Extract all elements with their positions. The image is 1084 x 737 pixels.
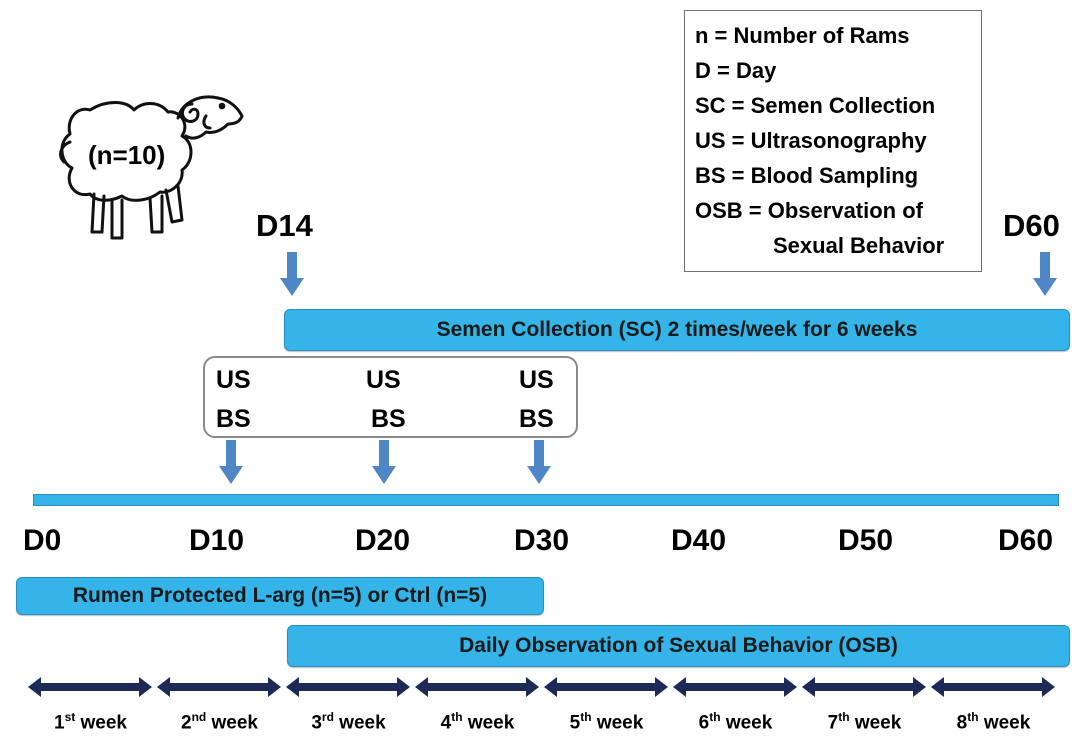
legend-line-n: n = Number of Rams [695,23,910,48]
week-arrow-4 [415,677,539,697]
day-d30: D30 [514,524,570,557]
us-label-2: US [366,366,401,394]
day-d10: D10 [189,524,245,557]
observation-text: Daily Observation of Sexual Behavior (OS… [459,634,898,657]
week-label-1: 1st week [53,710,127,734]
week-arrow-2 [157,677,281,697]
week-arrow-8 [931,677,1055,697]
legend-line-d: D = Day [695,58,777,83]
legend-line-bs: BS = Blood Sampling [695,163,919,188]
week-label-3: 3rd week [311,710,386,734]
semen-collection-text: Semen Collection (SC) 2 times/week for 6… [436,318,918,341]
legend-line-us: US = Ultrasonography [695,128,927,153]
week-label-4: 4th week [440,710,515,734]
week-label-8: 8th week [956,710,1031,734]
ram-illustration [59,95,244,240]
day-d20: D20 [355,524,411,557]
bs-label-2: BS [371,405,406,433]
legend-line-osb-cont: Sexual Behavior [773,233,945,258]
day-d40: D40 [671,524,727,557]
week-label-2: 2nd week [180,710,258,734]
week-label-5: 5th week [569,710,644,734]
bs-label-1: BS [216,405,251,433]
treatment-bar: Rumen Protected L-arg (n=5) or Ctrl (n=5… [16,577,544,615]
week-arrow-5 [544,677,668,697]
bs-label-3: BS [519,405,554,433]
sampling-box [203,356,578,438]
marker-d14: D14 [256,208,313,243]
day-d50: D50 [838,524,894,557]
treatment-text: Rumen Protected L-arg (n=5) or Ctrl (n=5… [72,584,488,607]
week-arrow-1 [28,677,152,697]
marker-d60-top: D60 [1003,208,1060,243]
day-d60: D60 [998,524,1054,557]
semen-collection-bar: Semen Collection (SC) 2 times/week for 6… [284,309,1070,351]
legend-line-osb: OSB = Observation of [695,198,923,223]
rams-count-label: (n=10) [88,140,166,170]
timeline-bar [33,494,1059,506]
legend-line-sc: SC = Semen Collection [695,93,936,118]
week-arrow-6 [673,677,797,697]
week-arrow-3 [286,677,410,697]
week-label-6: 6th week [698,710,773,734]
us-label-3: US [519,366,554,394]
legend-box: n = Number of Rams D = Day SC = Semen Co… [684,10,982,272]
us-label-1: US [216,366,251,394]
day-d0: D0 [23,524,62,557]
week-arrow-7 [802,677,926,697]
week-label-7: 7th week [827,710,902,734]
observation-bar: Daily Observation of Sexual Behavior (OS… [287,625,1070,667]
